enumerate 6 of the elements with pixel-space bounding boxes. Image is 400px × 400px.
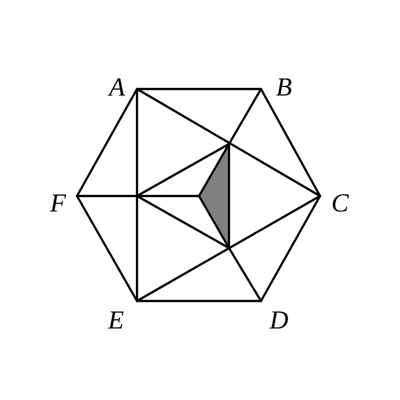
vertex-label: C <box>332 194 349 212</box>
vertex-label: B <box>276 78 292 96</box>
vertex-label: A <box>108 78 126 96</box>
vertex-label: E <box>108 311 124 329</box>
vertex-label: F <box>50 194 66 212</box>
vertex-label: D <box>269 311 288 329</box>
